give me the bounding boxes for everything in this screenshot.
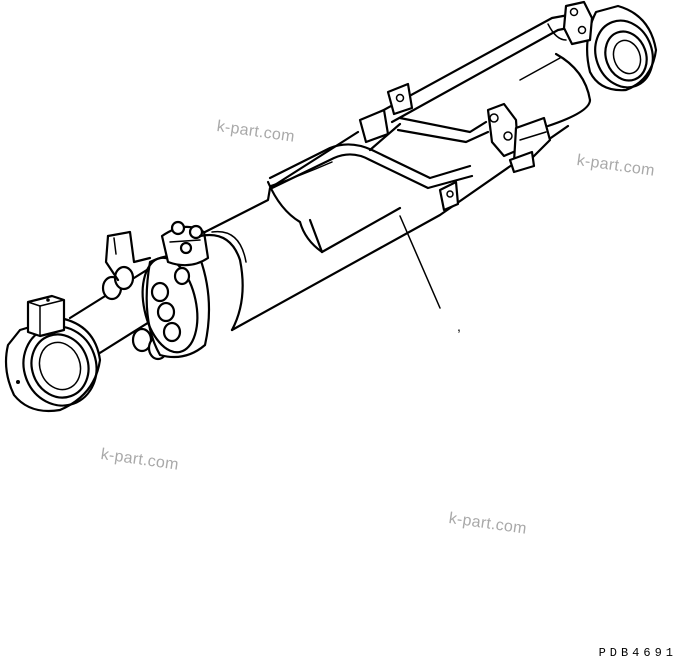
rod-end-eye bbox=[4, 294, 102, 413]
drawing-code: PDB4691 bbox=[598, 646, 677, 660]
cylinder-bottom bbox=[519, 0, 658, 128]
pipe-flange-block bbox=[486, 102, 552, 174]
callout-mark: , bbox=[457, 318, 461, 334]
callout-leader-line bbox=[399, 215, 441, 309]
head-port-valve bbox=[160, 220, 210, 267]
cylinder-head bbox=[101, 230, 211, 361]
pipe-clamp bbox=[358, 82, 460, 212]
